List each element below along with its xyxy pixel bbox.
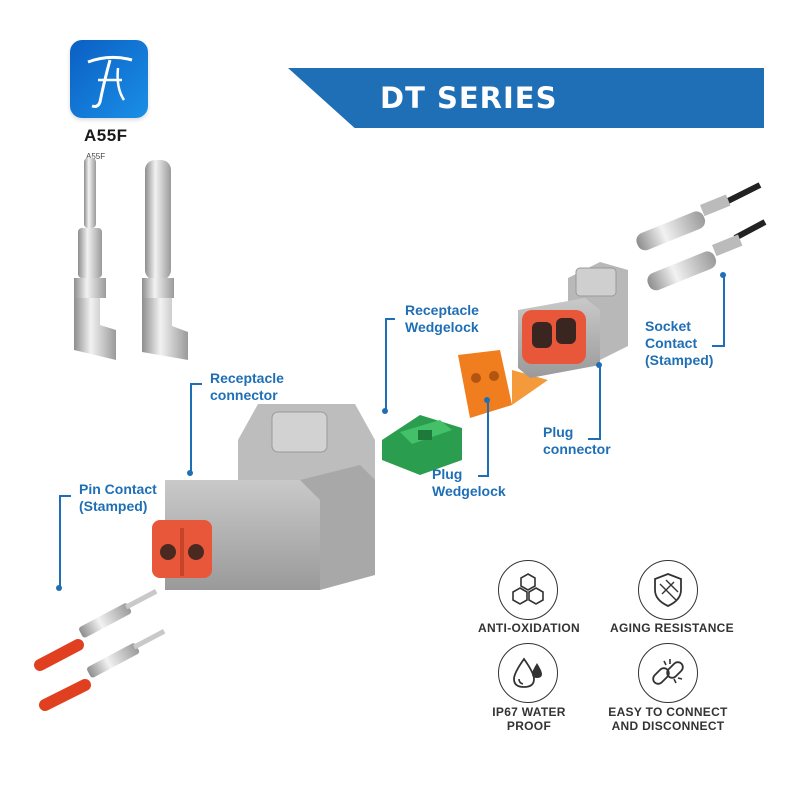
callout-dot-plug-wedgelock xyxy=(484,397,490,403)
callout-dot-plug-connector xyxy=(596,362,602,368)
label-plug-connector: Plug connector xyxy=(543,424,611,458)
feature-label-line: IP67 WATER xyxy=(492,705,566,719)
feature-label-line: EASY TO CONNECT xyxy=(608,705,728,719)
receptacle-wedgelock-orange xyxy=(458,350,548,418)
page-title: DT SERIES CONNECTOR xyxy=(380,81,592,175)
feature-label-aging-resistance: AGING RESISTANCE xyxy=(602,621,742,635)
label-line: Contact xyxy=(645,335,698,351)
label-line: Receptacle xyxy=(210,370,284,386)
hexagon-cluster-icon xyxy=(498,560,558,620)
label-receptacle-connector: Receptacle connector xyxy=(210,370,284,404)
label-line: Plug xyxy=(432,466,463,482)
feature-label-line: AGING RESISTANCE xyxy=(610,621,734,635)
callout-dot-socket-contact xyxy=(720,272,726,278)
feature-ip67-water-proof xyxy=(498,643,558,703)
label-socket-contact: Socket Contact (Stamped) xyxy=(645,318,713,369)
shield-icon xyxy=(638,560,698,620)
socket-terminal-large xyxy=(142,160,188,360)
feature-label-easy-connect: EASY TO CONNECT AND DISCONNECT xyxy=(598,705,738,733)
feature-aging-resistance xyxy=(638,560,698,620)
receptacle-connector xyxy=(152,404,375,590)
logo-monogram-icon xyxy=(87,55,133,108)
callout-dot-receptacle-connector xyxy=(187,470,193,476)
plug-wedgelock-green xyxy=(382,415,462,475)
label-line: connector xyxy=(543,441,611,457)
callout-tick-plug-connector xyxy=(588,438,601,440)
logo-sub-text: A55F xyxy=(86,152,106,161)
title-banner xyxy=(288,68,764,128)
label-line: Socket xyxy=(645,318,691,334)
label-line: (Stamped) xyxy=(645,352,714,368)
water-drop-icon xyxy=(498,643,558,703)
callout-dot-pin-contact xyxy=(56,585,62,591)
label-line: Pin Contact xyxy=(79,481,157,497)
callout-tick-receptacle-connector xyxy=(190,383,202,385)
label-pin-contact: Pin Contact (Stamped) xyxy=(79,481,157,515)
callout-tick-receptacle-wedgelock xyxy=(385,318,395,320)
callout-line-receptacle-wedgelock xyxy=(385,318,387,410)
callout-line-socket-contact xyxy=(723,275,725,347)
feature-label-line: ANTI-OXIDATION xyxy=(478,621,580,635)
feature-easy-connect xyxy=(638,643,698,703)
plug-connector xyxy=(518,262,628,378)
pin-terminal-large xyxy=(74,158,116,360)
feature-label-anti-oxidation: ANTI-OXIDATION xyxy=(470,621,588,635)
feature-label-ip67: IP67 WATER PROOF xyxy=(470,705,588,733)
callout-line-pin-contact xyxy=(59,495,61,587)
logo-brand-text: A55F xyxy=(84,126,128,145)
callout-tick-plug-wedgelock xyxy=(478,475,489,477)
label-receptacle-wedgelock: Receptacle Wedgelock xyxy=(405,302,479,336)
callout-tick-socket-contact xyxy=(712,345,725,347)
label-plug-wedgelock: Plug Wedgelock xyxy=(432,466,506,500)
label-line: Wedgelock xyxy=(432,483,506,499)
label-line: (Stamped) xyxy=(79,498,148,514)
feature-label-line: PROOF xyxy=(506,719,552,733)
pin-contact-wires xyxy=(34,589,166,711)
callout-dot-receptacle-wedgelock xyxy=(382,408,388,414)
brand-logo xyxy=(70,40,148,118)
callout-line-plug-wedgelock xyxy=(487,400,489,475)
label-line: Wedgelock xyxy=(405,319,479,335)
label-line: connector xyxy=(210,387,278,403)
callout-line-receptacle-connector xyxy=(190,383,192,473)
socket-contact-wires xyxy=(636,182,767,291)
feature-anti-oxidation xyxy=(498,560,558,620)
broken-chain-icon xyxy=(638,643,698,703)
label-line: Receptacle xyxy=(405,302,479,318)
feature-label-line: AND DISCONNECT xyxy=(611,719,725,733)
callout-line-plug-connector xyxy=(599,365,601,438)
label-line: Plug xyxy=(543,424,574,440)
callout-tick-pin-contact xyxy=(59,495,71,497)
